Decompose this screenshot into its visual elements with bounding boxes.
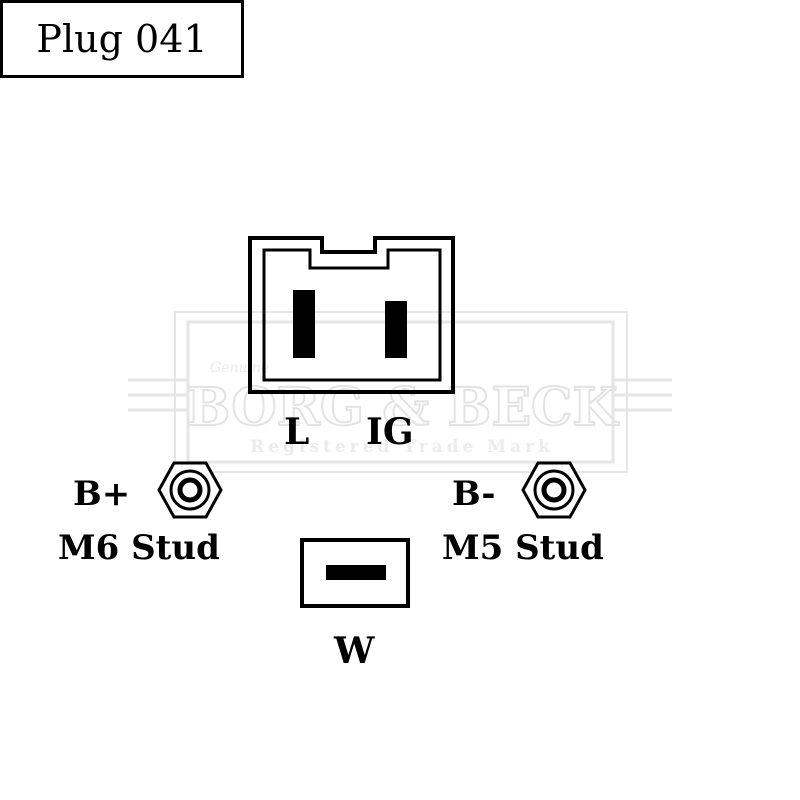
b-minus-hex — [521, 461, 587, 519]
b-plus-hex — [157, 461, 223, 519]
stud-terminal-icon — [157, 461, 223, 519]
connector-housing-icon — [248, 236, 455, 394]
label-b-minus: B- — [452, 474, 496, 514]
w-terminal-icon — [300, 538, 410, 608]
b-minus-core — [541, 477, 567, 503]
b-plus-core — [177, 477, 203, 503]
b-plus-ring — [169, 469, 211, 511]
label-w: W — [334, 630, 375, 672]
label-l: L — [284, 411, 310, 453]
watermark-genuine: Genuine — [210, 360, 269, 376]
w-terminal-blade — [326, 565, 386, 580]
label-b-plus: B+ — [73, 474, 131, 514]
stud-terminal-icon — [521, 461, 587, 519]
plug-title: Plug 041 — [0, 0, 244, 78]
b-minus-ring — [533, 469, 575, 511]
plug-title-text: Plug 041 — [36, 17, 208, 61]
label-m5-stud: M5 Stud — [442, 528, 604, 568]
pin-l — [293, 290, 315, 358]
watermark-tagline: Registered Trade Mark — [250, 437, 554, 457]
connector-inner-outline — [262, 248, 442, 382]
pin-ig — [385, 301, 407, 358]
label-m6-stud: M6 Stud — [58, 528, 220, 568]
label-ig: IG — [366, 411, 414, 453]
connector-outer-outline — [248, 236, 455, 394]
watermark: BORG & BECK Registered Trade Mark Genuin… — [128, 311, 672, 473]
watermark-brand: BORG & BECK — [186, 377, 619, 438]
